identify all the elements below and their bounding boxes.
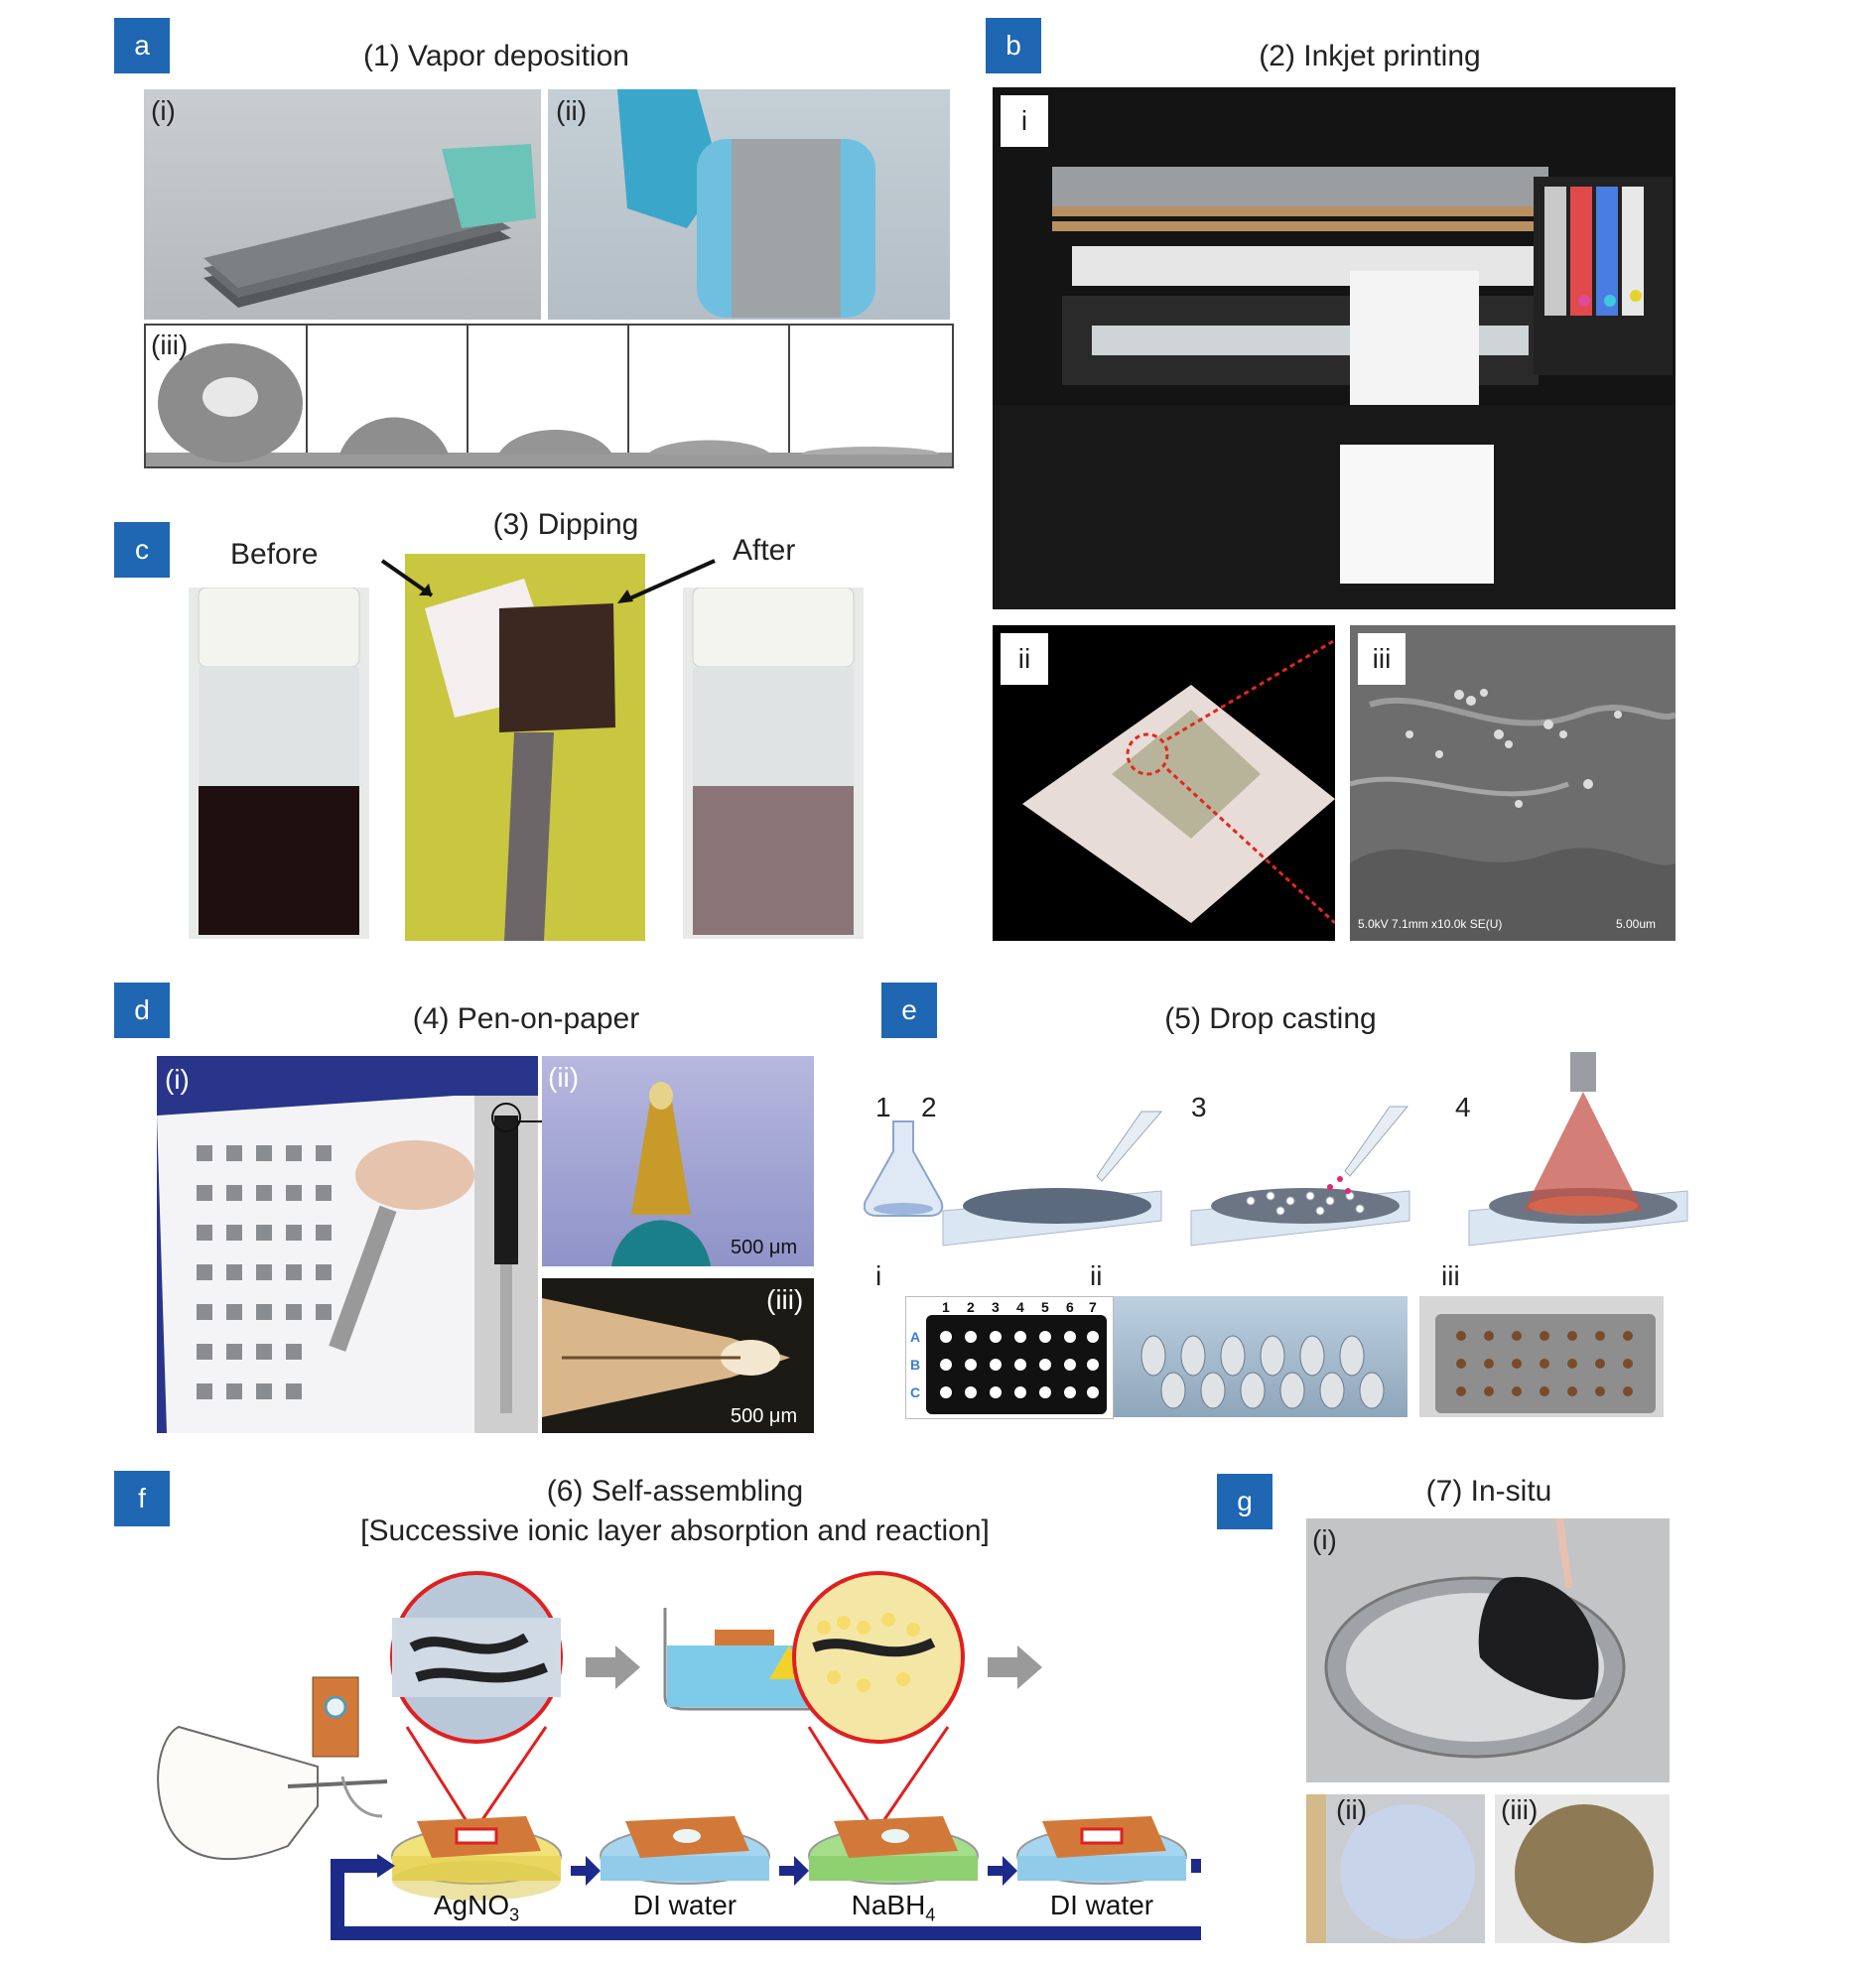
vial-before-image [189,588,369,939]
panel-b-ii-printed-paper [993,625,1335,941]
row-label: B [910,1357,921,1373]
before-arrow [380,559,434,597]
dish-label-agno3: AgNO3 [433,1890,520,1925]
panel-e-i-well-plate: 1 2 3 4 5 6 7 A B C [905,1296,1114,1419]
panel-a-i-image [144,89,541,320]
pen-tip-closeup [611,1082,711,1266]
after-label: After [733,534,796,567]
col-label: 3 [992,1299,1000,1315]
electrode-stack-illustration [203,144,536,308]
pen-drawn-grid-illustration [157,1056,538,1433]
pen-tip-side-view [542,1298,790,1417]
panel-g-badge: g [1217,1474,1273,1529]
drop-casting-steps-illustration [864,1052,1688,1247]
panel-a-sub-ii: (ii) [556,95,588,126]
vial-dark-solution [198,588,360,935]
panel-e-sub-i: i [875,1260,882,1291]
col-label: 2 [967,1299,975,1315]
printed-paper-illustration [1022,638,1335,925]
panel-b-sub-iii: iii [1358,633,1406,685]
panel-c-badge: c [114,522,170,578]
bowl-with-dark-disc [1306,1518,1670,1782]
contact-angle-sequence [146,326,952,466]
before-label: Before [230,538,319,571]
panel-g-sub-iii: (iii) [1501,1794,1539,1825]
panel-a-ii-image [548,89,950,320]
inkjet-printer-illustration [993,87,1675,609]
glove-holding-film-illustration [617,89,875,318]
panel-f-badge: f [114,1471,170,1526]
panel-d-sub-iii: (iii) [766,1284,804,1315]
panel-a-badge: a [114,18,170,73]
panel-e-badge: e [881,983,937,1038]
well-plate-dots [940,1331,1099,1398]
panel-e-title: (5) Drop casting [1164,1002,1377,1035]
step-4-label: 4 [1455,1092,1471,1122]
panel-b-i-printer-image [993,87,1675,609]
panel-d-badge: d [114,983,170,1038]
panel-e-sub-iii: iii [1441,1260,1460,1291]
dish-label-nabh4: NaBH4 [851,1890,936,1925]
panel-a-sub-i: (i) [151,95,176,126]
col-label: 7 [1089,1299,1097,1315]
vial-after-image [683,588,864,939]
panel-d-sub-i: (i) [165,1064,190,1095]
panel-g-sub-i: (i) [1312,1524,1337,1555]
panel-b-sub-i: i [1001,95,1048,147]
panel-g-i-bowl-image [1306,1518,1670,1782]
panel-d-i-grid-image [157,1056,538,1433]
panel-g-sub-ii: (ii) [1336,1794,1368,1825]
panel-e-sub-ii: ii [1090,1260,1103,1291]
panel-f-title-line2: [Successive ionic layer absorption and r… [360,1514,990,1547]
plate-result-dots [1456,1331,1633,1396]
panel-a-iii-droplets [144,324,954,468]
panel-a-sub-iii: (iii) [151,329,189,360]
sem-info-left: 5.0kV 7.1mm x10.0k SE(U) [1358,917,1503,931]
panel-d-ii-scalebar: 500 μm [731,1237,798,1258]
panel-d-iii-pen-tip [542,1278,814,1433]
panel-b-title: (2) Inkjet printing [1259,40,1481,72]
panel-d-ii-pen-tip [542,1056,814,1266]
sem-scale-right: 5.00um [1616,917,1657,931]
col-label: 4 [1016,1299,1024,1315]
vial-light-solution [692,588,855,935]
col-label: 1 [942,1299,950,1315]
dipping-paper-image [405,554,645,941]
panel-e-ii-wells-photo [1114,1296,1407,1417]
silar-process-illustration [157,1571,1201,1940]
panel-b-sub-ii: ii [1001,633,1048,685]
after-arrow [617,559,716,603]
panel-e-iii-plate-result [1419,1296,1664,1417]
blank-paper-disc [1306,1794,1475,1943]
row-label: C [910,1384,921,1400]
step-1-label: 1 [875,1092,891,1122]
panel-b-badge: b [986,18,1041,73]
panel-d-title: (4) Pen-on-paper [412,1002,640,1035]
panel-f-title-line1: (6) Self-assembling [546,1475,804,1508]
dish-label-di-water-1: DI water [632,1890,737,1920]
panel-c-title: (3) Dipping [492,508,639,541]
panel-g-title: (7) In-situ [1425,1475,1552,1508]
row-label: A [910,1329,921,1345]
panel-d-iii-scalebar: 500 μm [731,1405,798,1427]
col-label: 6 [1066,1299,1074,1315]
coated-paper-disc [1515,1804,1654,1943]
wells-with-droplets [1140,1335,1385,1409]
panel-g-iii-coated-disc [1495,1794,1670,1943]
panel-d-sub-ii: (ii) [548,1062,580,1093]
panel-g-ii-blank-disc [1306,1794,1485,1943]
panel-a-title: (1) Vapor deposition [363,40,629,72]
paper-before-after-illustration [425,579,615,941]
col-label: 5 [1041,1299,1049,1315]
step-3-label: 3 [1191,1092,1207,1122]
step-2-label: 2 [921,1092,937,1122]
dish-label-di-water-2: DI water [1049,1890,1154,1920]
